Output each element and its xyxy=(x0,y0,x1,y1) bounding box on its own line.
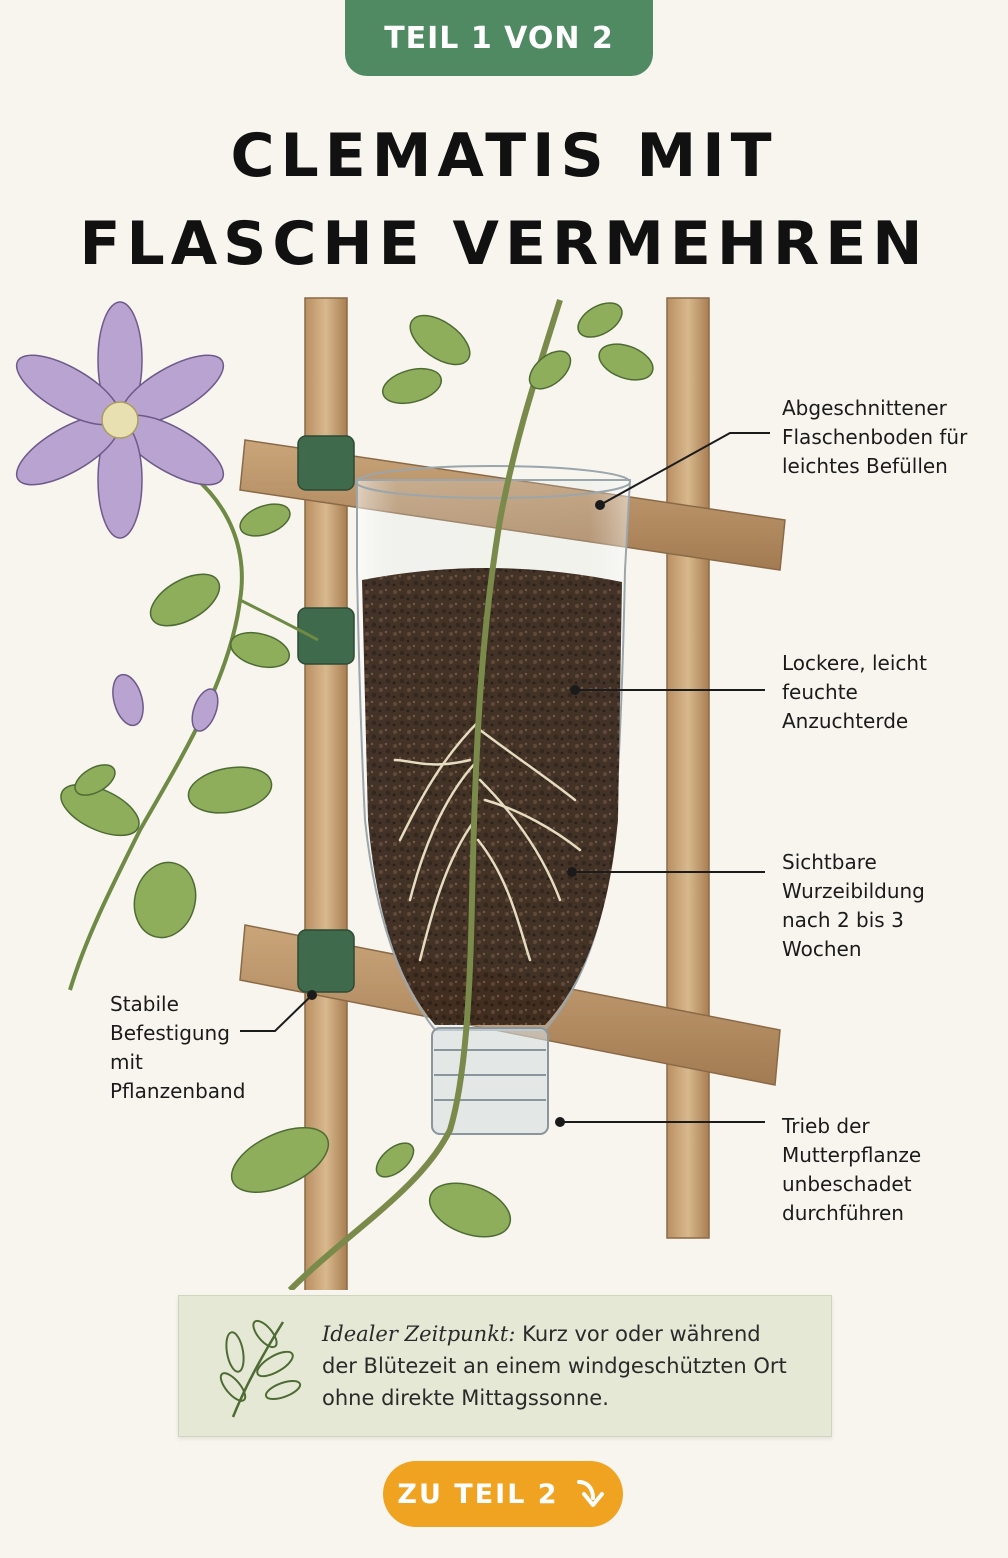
roots xyxy=(393,718,582,962)
label-line: leichtes Befüllen xyxy=(782,454,948,478)
label-line: Anzuchterde xyxy=(782,709,909,733)
plant-ties xyxy=(297,435,355,993)
part-badge: TEIL 1 VON 2 xyxy=(345,0,653,76)
mother-plant-shoot xyxy=(230,299,654,1290)
label-line: Stabile xyxy=(110,992,179,1016)
label-line: Wochen xyxy=(782,937,862,961)
clematis-flower xyxy=(15,301,225,539)
label-line: unbeschadet xyxy=(782,1172,912,1196)
leaf-sprig-icon xyxy=(219,1319,302,1418)
leader-lines xyxy=(240,432,770,1127)
label-line: Abgeschnittener xyxy=(782,396,947,420)
label-soil: Lockere, leicht feuchte Anzuchterde xyxy=(782,649,927,736)
next-part-label: ZU TEIL 2 xyxy=(397,1478,559,1510)
next-part-button[interactable]: ZU TEIL 2 xyxy=(383,1461,623,1527)
label-line: Pflanzenband xyxy=(110,1079,246,1103)
timing-tip-box: Idealer Zeitpunkt: Kurz vor oder während… xyxy=(178,1295,832,1437)
arrow-down-right-icon xyxy=(576,1480,604,1507)
label-line: Befestigung xyxy=(110,1021,230,1045)
page-title: CLEMATIS MIT FLASCHE VERMEHREN xyxy=(0,112,1008,288)
plastic-bottle xyxy=(355,465,632,1135)
label-line: nach 2 bis 3 xyxy=(782,908,904,932)
label-bottle-bottom: Abgeschnittener Flaschenboden für leicht… xyxy=(782,394,967,481)
label-shoot: Trieb der Mutterpflanze unbeschadet durc… xyxy=(782,1112,921,1228)
timing-tip-text: Idealer Zeitpunkt: Kurz vor oder während… xyxy=(322,1318,792,1414)
title-line-2: FLASCHE VERMEHREN xyxy=(79,209,929,279)
label-line: mit xyxy=(110,1050,143,1074)
timing-tip-body: Kurz vor oder während der Blütezeit an e… xyxy=(322,1322,787,1410)
label-line: durchführen xyxy=(782,1201,904,1225)
label-line: Mutterpflanze xyxy=(782,1143,922,1167)
label-line: Sichtbare xyxy=(782,850,877,874)
clematis-bottle-illustration xyxy=(15,297,786,1290)
label-line: Wurzeibildung xyxy=(782,879,925,903)
label-fastening: Stabile Befestigung mit Pflanzenband xyxy=(110,990,245,1106)
timing-tip-lead: Idealer Zeitpunkt: xyxy=(322,1322,516,1346)
label-line: Trieb der xyxy=(782,1114,870,1138)
label-line: Flaschenboden für xyxy=(782,425,968,449)
title-line-1: CLEMATIS MIT xyxy=(230,121,778,191)
label-roots: Sichtbare Wurzeibildung nach 2 bis 3 Woc… xyxy=(782,848,925,964)
label-line: feuchte xyxy=(782,680,858,704)
flowering-vine xyxy=(15,301,319,991)
label-line: Lockere, leicht xyxy=(782,651,927,675)
